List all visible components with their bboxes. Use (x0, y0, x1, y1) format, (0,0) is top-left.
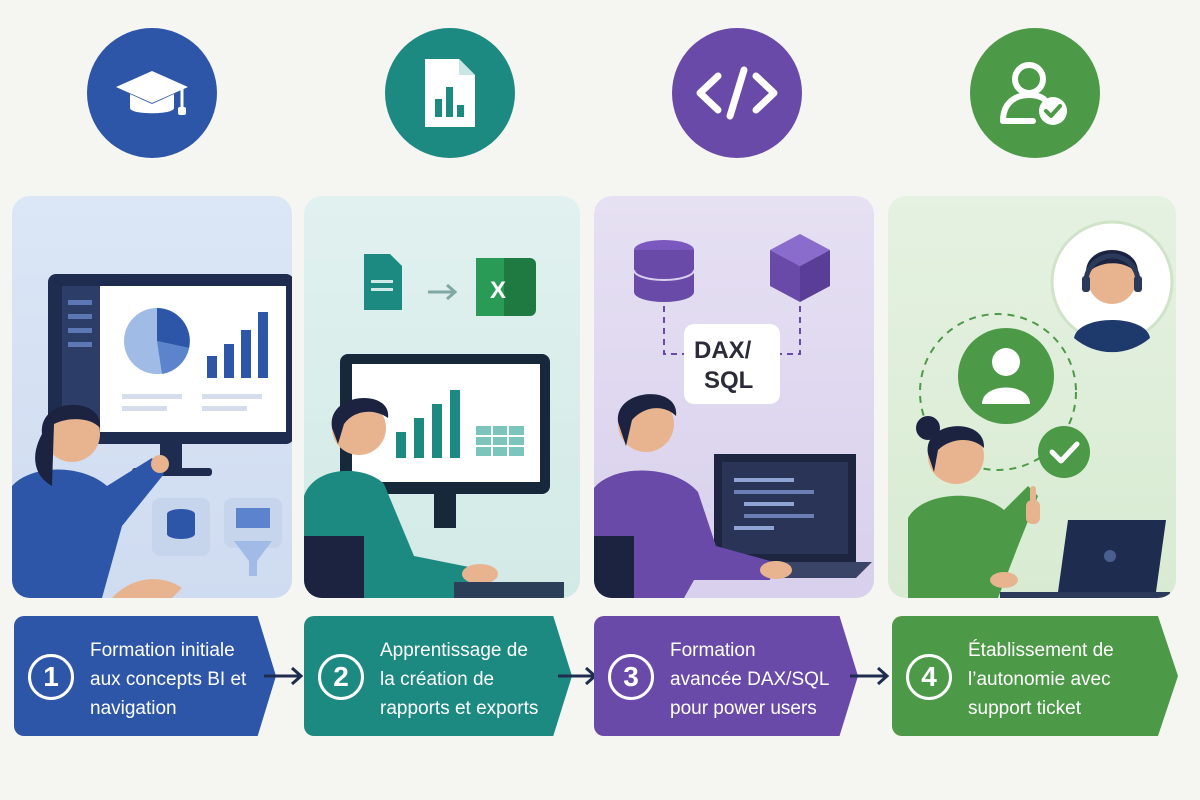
user-check-icon (970, 28, 1100, 158)
graduation-cap-icon (87, 28, 217, 158)
step-number: 4 (906, 654, 952, 700)
illustration-panel-1 (12, 196, 292, 598)
arrow-right-icon (558, 666, 598, 686)
illustration-panel-3: DAX/ SQL (594, 196, 874, 598)
dax-sql-badge (684, 324, 780, 404)
step-title: Formation initiale aux concepts BI et na… (90, 640, 247, 719)
step-number: 2 (318, 654, 364, 700)
step-title: Apprentissage de la création de rapports… (380, 640, 539, 719)
step-title: Formation avancée DAX/SQL pour power use… (670, 640, 829, 719)
step-title: Établissement de l’autonomie avec suppor… (968, 640, 1114, 719)
illustration-panel-2: X (304, 196, 580, 598)
excel-letter: X (490, 277, 506, 304)
step-4-banner: 4 Établissement de l’autonomie avec supp… (892, 616, 1178, 736)
svg-text:DAX/: DAX/ (694, 337, 752, 364)
step-number: 3 (608, 654, 654, 700)
arrow-right-icon (850, 666, 890, 686)
svg-text:SQL: SQL (704, 367, 753, 394)
report-document-icon (385, 28, 515, 158)
step-number: 1 (28, 654, 74, 700)
code-icon (672, 28, 802, 158)
illustration-panel-4 (888, 196, 1176, 598)
step-1-banner: 1 Formation initiale aux concepts BI et … (14, 616, 276, 736)
arrow-right-icon (264, 666, 304, 686)
step-3-banner: 3 Formation avancée DAX/SQL pour power u… (594, 616, 858, 736)
step-2-banner: 2 Apprentissage de la création de rappor… (304, 616, 572, 736)
check-icon (1038, 426, 1090, 478)
